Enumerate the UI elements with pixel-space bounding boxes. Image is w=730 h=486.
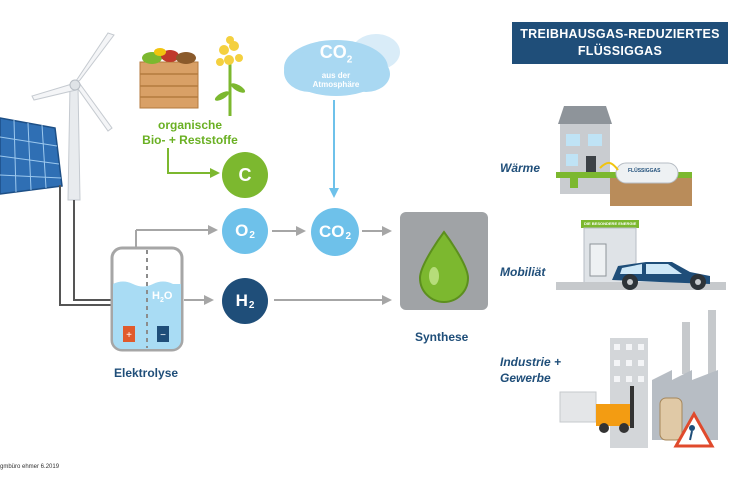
organic-line-1: organische — [157, 118, 223, 132]
house-heat-icon — [556, 106, 692, 206]
use-industry-line-2: Gewerbe — [500, 371, 551, 385]
use-industry-label: Industrie + Gewerbe — [500, 354, 561, 386]
oxygen-sub: 2 — [249, 229, 255, 241]
rapeseed-plant-icon — [214, 36, 246, 116]
water-formula: H — [152, 290, 160, 302]
water-label: H2O — [152, 290, 172, 304]
synthesis-label: Synthese — [415, 330, 469, 344]
synthesis-box-icon — [400, 212, 488, 310]
station-sign: DIE BESONDERE ENERGIE — [584, 221, 637, 226]
gas-station-car-icon — [556, 220, 726, 290]
carbon-node: C — [222, 152, 268, 198]
co2-cloud-icon — [284, 34, 400, 96]
title-line-1: TREIBHAUSGAS-REDUZIERTES — [520, 27, 720, 41]
use-industry-line-1: Industrie + — [500, 355, 562, 369]
co2-cloud-formula: CO — [319, 42, 347, 62]
credit-text: gmbüro ehmer 6.2019 — [0, 464, 60, 470]
organic-line-2: Bio- + Reststoffe — [142, 133, 238, 147]
wind-turbine-icon — [31, 32, 115, 201]
co2-cloud-line-2: Atmosphäre — [312, 79, 360, 89]
title-box: TREIBHAUSGAS-REDUZIERTES FLÜSSIGGAS — [512, 22, 728, 64]
co2-formula: CO — [318, 222, 345, 241]
water-sub: 2 — [159, 297, 164, 305]
use-mobility-label: Mobiliät — [500, 265, 546, 279]
hydrogen-formula: H — [235, 291, 248, 310]
carbon-label: C — [238, 164, 252, 185]
organic-label: organische Bio- + Reststoffe — [138, 118, 242, 148]
co2-sub: 2 — [345, 230, 352, 242]
arrow-cloud-to-co2 — [329, 100, 339, 198]
electrolysis-tank-icon: + − — [110, 229, 212, 352]
svg-text:−: − — [160, 330, 166, 341]
electrolysis-label: Elektrolyse — [114, 366, 179, 380]
industry-factory-icon — [559, 310, 718, 448]
co2-cloud-text: CO2 aus der Atmosphäre — [296, 42, 376, 89]
arrow-organic-to-carbon — [167, 148, 220, 178]
co2-cloud-line-1: aus der — [321, 70, 351, 80]
gray-arrows — [184, 225, 392, 305]
hydrogen-sub: 2 — [248, 299, 255, 311]
solar-panel-icon — [0, 117, 63, 195]
svg-text:+: + — [126, 330, 132, 341]
use-heat-label: Wärme — [500, 161, 541, 175]
oxygen-formula: O — [235, 221, 249, 240]
co2-cloud-sub: 2 — [346, 54, 353, 66]
compost-box-icon — [139, 48, 199, 109]
water-tail: O — [163, 290, 173, 302]
title-line-2: FLÜSSIGGAS — [577, 44, 663, 58]
gas-tank-label: FLÜSSIGGAS — [628, 168, 661, 174]
